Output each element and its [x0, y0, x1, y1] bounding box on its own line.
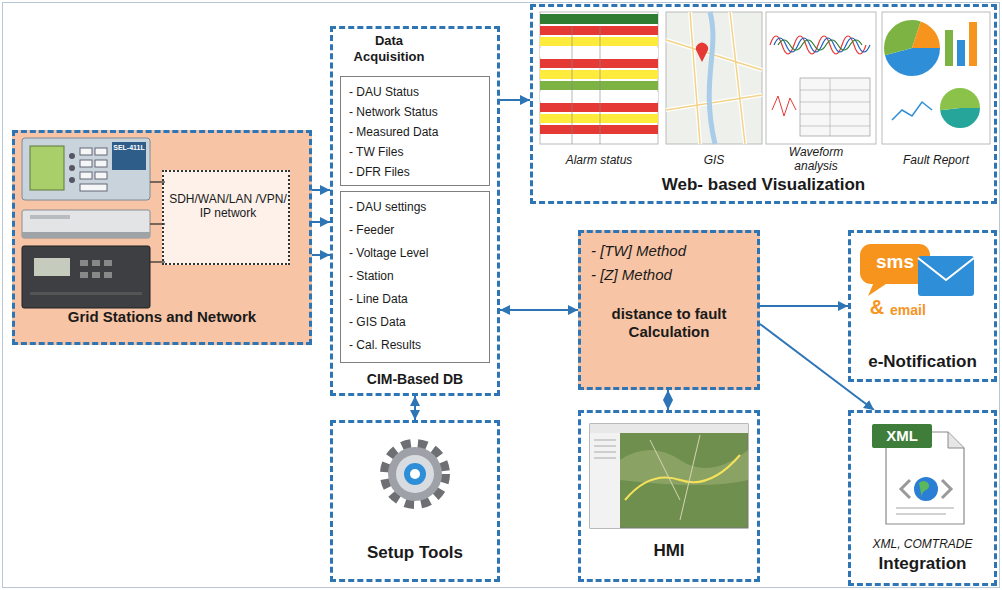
- thumbnail-caption: Fault Report: [882, 153, 990, 167]
- fault-report-thumbnail: [882, 12, 990, 144]
- method-item: - [TW] Method: [591, 242, 756, 260]
- box-heading: Web- based Visualization: [533, 175, 994, 195]
- format-caption: XML, COMTRADE: [851, 537, 994, 551]
- connector-arrow: [500, 99, 530, 101]
- list-item: - DAU Status: [349, 85, 487, 99]
- box-heading: distance to fault Calculation: [585, 305, 753, 341]
- icon-text: email: [890, 303, 946, 318]
- list-item: - DAU settings: [349, 200, 487, 214]
- list-item: - Feeder: [349, 223, 487, 237]
- list-item: - Voltage Level: [349, 246, 487, 260]
- list-item: - Line Data: [349, 292, 487, 306]
- box-heading: CIM-Based DB: [333, 371, 497, 388]
- icon-text: &: [866, 296, 888, 318]
- figure-frame: [3, 3, 1000, 588]
- device-model: SEL-411L: [113, 144, 145, 152]
- calculation-box: - [TW] Method - [Z] Method distance to fau…: [578, 230, 760, 390]
- recorder-device: [22, 210, 150, 238]
- alarm-table-thumbnail: [540, 12, 658, 144]
- hmi-screenshot: [590, 424, 748, 528]
- relay-device: [22, 138, 150, 200]
- box-heading: Integration: [851, 554, 994, 574]
- connector-arrow: [414, 396, 416, 420]
- box-heading: Grid Stations and Network: [15, 308, 309, 326]
- list-item: - TW Files: [349, 145, 487, 159]
- tools-box: Setup Tools: [330, 420, 500, 582]
- thumbnail-caption: Alarm status: [540, 153, 658, 167]
- box-heading: Setup Tools: [333, 543, 497, 563]
- connector-arrow: [667, 390, 669, 410]
- method-item: - [Z] Method: [591, 266, 756, 284]
- list-item: - Measured Data: [349, 125, 487, 139]
- xml-file-icon: [872, 424, 964, 524]
- database-box: Data AcquisitionCIM-Based DB - DAU Status…: [330, 26, 500, 396]
- list-item: - Station: [349, 269, 487, 283]
- gear-icon: [385, 444, 445, 504]
- network-label: SDH/WAN/LAN /VPN/ IP network: [168, 192, 288, 221]
- list-box: - DAU settings - Feeder - Voltage Level - S…: [340, 191, 490, 363]
- waveform-thumbnail: [766, 12, 876, 144]
- thumbnail-caption: Waveform analysis: [773, 145, 859, 174]
- integration-box: XML, COMTRADE Integration: [848, 410, 997, 586]
- list-item: - GIS Data: [349, 315, 487, 329]
- list-item: - Network Status: [349, 105, 487, 119]
- box-heading: e-Notification: [851, 352, 994, 372]
- icon-text: XML: [872, 428, 932, 445]
- box-heading: HMI: [581, 541, 757, 561]
- sms-email-icon: [860, 244, 974, 296]
- visualization-panel: Alarm status GIS Waveform analysis Fault Re…: [530, 4, 997, 204]
- network-box: SDH/WAN/LAN /VPN/ IP network: [162, 170, 290, 265]
- connector-arrow: [500, 309, 578, 311]
- connector-arrow: [760, 305, 848, 307]
- section-heading: Data Acquisition: [343, 33, 435, 64]
- list-box: - DAU Status - Network Status - Measured D…: [340, 76, 490, 186]
- list-item: - Cal. Results: [349, 338, 487, 352]
- thumbnail-caption: GIS: [666, 153, 762, 167]
- station-group: Grid Stations and Network SDH/WAN/LAN /VP…: [12, 130, 312, 345]
- gis-map-thumbnail: [666, 12, 762, 144]
- rack-device: [22, 246, 150, 308]
- hmi-box: HMI: [578, 410, 760, 582]
- icon-text: sms: [860, 252, 930, 273]
- device-wires: [150, 182, 165, 262]
- list-item: - DFR Files: [349, 165, 487, 179]
